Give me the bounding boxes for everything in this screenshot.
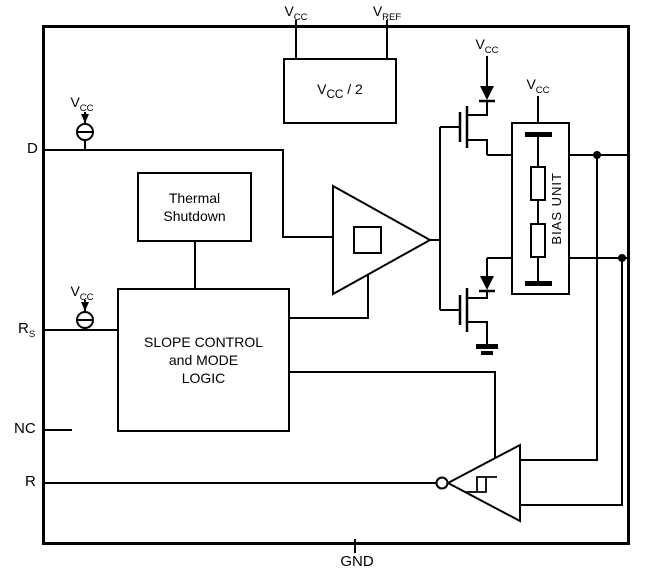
vref-sub: REF (382, 11, 402, 23)
wire-logic-to-receiver (290, 371, 496, 458)
pin-label-gnd: GND (340, 553, 374, 571)
hysteresis-icon (476, 476, 497, 492)
vcc-base: V (526, 76, 536, 92)
supply-label-vcc-driver: VCC (475, 36, 499, 56)
junction-dot (618, 254, 626, 262)
rs-base: R (18, 320, 29, 337)
vcc-base: V (70, 94, 80, 110)
vcc-half-label: VCC / 2 (317, 80, 363, 102)
pin-label-d: D (27, 140, 38, 158)
supply-label-vcc-bias: VCC (526, 76, 550, 96)
pin-label-vcc-top: VCC (284, 3, 308, 23)
vcc-half-reference-block: VCC / 2 (283, 58, 397, 124)
pin-label-rs: RS (18, 320, 36, 340)
vcc-base: V (284, 3, 294, 19)
pin-label-nc: NC (14, 420, 36, 438)
high-side-transistor (458, 101, 488, 155)
bias-unit-label-wrap: BIAS UNIT (547, 124, 567, 293)
vcc-sub: CC (79, 102, 94, 114)
slope-line3: LOGIC (181, 370, 226, 387)
thermal-line2: Shutdown (163, 208, 226, 224)
nc-label: NC (14, 420, 36, 437)
slope-line2: and MODE (168, 351, 239, 368)
diode-icon (480, 276, 494, 290)
pin-label-r: R (25, 473, 36, 491)
mosfet-source-lead (467, 321, 488, 344)
inverter-bubble-icon (435, 476, 449, 490)
ground-icon (476, 344, 498, 355)
current-source-circle (76, 311, 94, 329)
slope-line1: SLOPE CONTROL (143, 333, 264, 350)
vcc-half-suffix: / 2 (343, 81, 363, 98)
d-label: D (27, 140, 38, 157)
vcc-half-sub: CC (326, 87, 344, 101)
bias-unit-block: BIAS UNIT (511, 122, 570, 295)
vref-base: V (372, 3, 383, 19)
thermal-shutdown-block: Thermal Shutdown (137, 172, 252, 242)
vcc-base: V (70, 283, 80, 299)
vcc-sub: CC (484, 44, 499, 56)
current-source-d (76, 112, 94, 150)
driver-amplifier (332, 184, 433, 296)
r-label: R (25, 473, 36, 490)
mosfet-drain-lead (467, 139, 488, 155)
thermal-line1: Thermal (168, 189, 221, 206)
pin-label-vref-top: VREF (372, 3, 402, 23)
arrow-down-icon (81, 302, 89, 311)
receiver-comparator (435, 443, 521, 523)
wire-logic-to-driver (290, 274, 369, 319)
driver-inner-box (353, 226, 382, 254)
supply-label-vcc-rs: VCC (70, 283, 94, 303)
bias-unit-label: BIAS UNIT (548, 172, 564, 245)
ground-bar-1 (476, 344, 498, 349)
receiver-triangle (445, 443, 521, 523)
driver-triangle (332, 184, 433, 296)
gnd-label: GND (340, 553, 374, 570)
slope-control-label: SLOPE CONTROL and MODE LOGIC (144, 333, 263, 388)
diode-icon (480, 86, 494, 100)
vcc-base: V (475, 36, 485, 52)
junction-dot (593, 151, 601, 159)
arrow-down-icon (81, 114, 89, 123)
vcc-sub: CC (293, 11, 308, 23)
current-source-rs (76, 300, 94, 330)
hysteresis-icon (466, 477, 487, 493)
slope-control-mode-logic-block: SLOPE CONTROL and MODE LOGIC (117, 288, 290, 432)
vcc-sub: CC (79, 291, 94, 303)
rs-sub: S (28, 329, 36, 340)
low-side-transistor (458, 288, 488, 344)
mosfet-source-lead (467, 101, 488, 116)
current-source-circle (76, 123, 94, 141)
mosfet-drain-lead (467, 291, 488, 299)
supply-label-vcc-d: VCC (70, 94, 94, 114)
low-side-diode (479, 258, 495, 293)
vcc-half-base: V (317, 81, 327, 98)
thermal-shutdown-label: Thermal Shutdown (163, 189, 225, 225)
vcc-sub: CC (535, 84, 550, 96)
high-side-diode (479, 86, 495, 103)
wire-bus-low-to-receiver (520, 258, 623, 506)
ground-bar-2 (481, 351, 493, 355)
